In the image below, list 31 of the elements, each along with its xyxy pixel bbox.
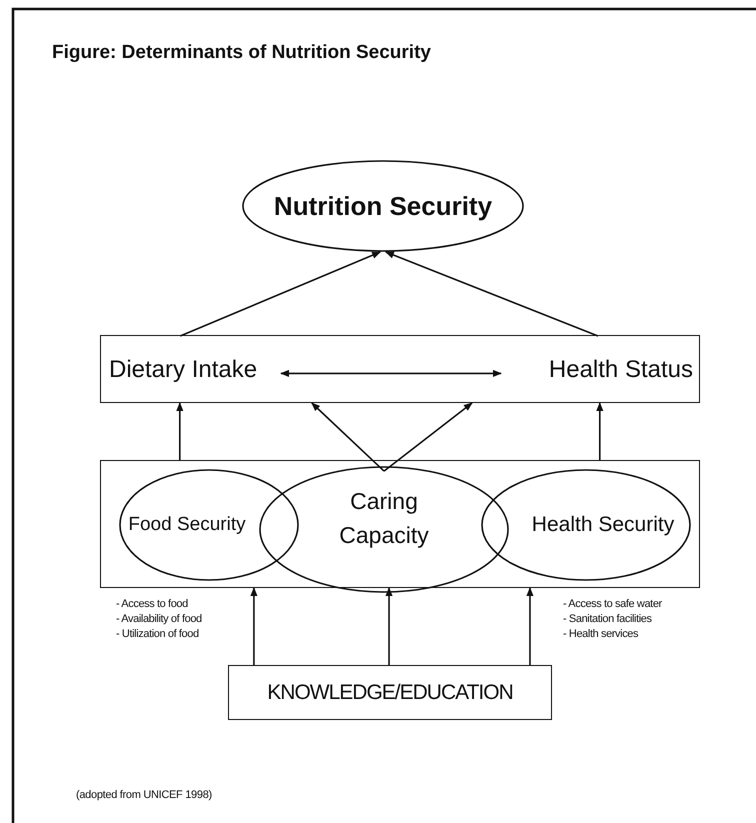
title-ellipse xyxy=(242,160,524,252)
determinant-ellipse xyxy=(259,466,509,593)
arrow xyxy=(526,587,534,665)
determinant-ellipse xyxy=(481,469,691,581)
figure-title: Figure: Determinants of Nutrition Security xyxy=(52,42,431,64)
bullet-note: - Health services xyxy=(563,628,638,640)
source-note: (adopted from UNICEF 1998) xyxy=(76,789,212,801)
outcome-label: Health Status xyxy=(501,336,701,404)
arrow xyxy=(311,402,385,472)
foundation-box xyxy=(228,665,552,720)
node-text: Food Security xyxy=(128,514,246,536)
bullet-note: - Availability of food xyxy=(116,613,202,625)
node-text: Nutrition Security xyxy=(274,190,492,222)
bullet-note: - Utilization of food xyxy=(116,628,199,640)
determinant-ellipse xyxy=(119,469,299,581)
arrow xyxy=(180,251,381,337)
bullet-note: - Sanitation facilities xyxy=(563,613,652,625)
arrow xyxy=(596,402,604,460)
arrow xyxy=(385,587,393,665)
arrow xyxy=(384,402,473,472)
arrow xyxy=(176,402,184,460)
node-text: Caring Capacity xyxy=(338,487,430,550)
outcome-box xyxy=(100,335,700,403)
bullet-note: - Access to safe water xyxy=(563,598,662,610)
arrow xyxy=(250,587,258,665)
arrow xyxy=(384,251,598,337)
bullet-note: - Access to food xyxy=(116,598,188,610)
node-text: KNOWLEDGE/EDUCATION xyxy=(267,680,513,704)
arrow xyxy=(280,370,502,377)
node-text: Health Security xyxy=(532,513,674,537)
outcome-label: Dietary Intake xyxy=(101,336,281,404)
